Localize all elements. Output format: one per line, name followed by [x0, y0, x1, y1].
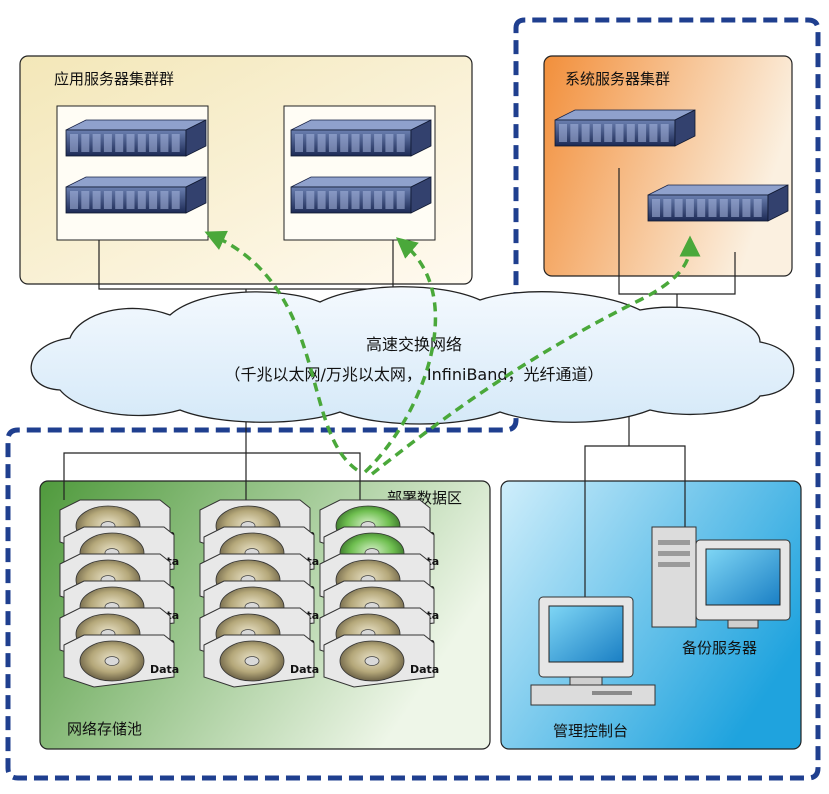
console-label: 管理控制台 [553, 722, 628, 740]
server-rack-icon [554, 109, 696, 147]
app-cluster-title: 应用服务器集群群 [54, 70, 174, 88]
disk-label: Data [290, 663, 319, 676]
server-rack-icon [65, 119, 207, 157]
server-rack-icon [290, 119, 432, 157]
backup-server-screen [705, 548, 781, 606]
disk-label: Data [150, 663, 179, 676]
management-console[interactable]: 管理控制台 [530, 596, 656, 740]
flow-arrow-app-right [363, 237, 438, 474]
storage-disk-icon: Data [323, 634, 439, 688]
system-zone-border [5, 17, 821, 781]
server-rack-icon [65, 176, 207, 214]
flow-arrow-sys [370, 235, 701, 476]
network-subtitle: （千兆以太网/万兆以太网， InfiniBand，光纤通道） [224, 365, 603, 384]
backup-server[interactable]: 备份服务器 [651, 526, 791, 657]
backup-server-label: 备份服务器 [682, 639, 757, 657]
management-connector [584, 445, 686, 600]
storage-disk-icon: Data [203, 634, 319, 688]
storage-pool-title: 网络存储池 [67, 720, 142, 738]
data-flow-arrows [204, 230, 701, 476]
sys-cluster-title: 系统服务器集群 [565, 70, 670, 88]
storage-connector [63, 452, 361, 500]
server-rack-icon [290, 176, 432, 214]
storage-disk-icon: Data [63, 634, 179, 688]
flow-arrow-app-left [204, 230, 359, 472]
network-title: 高速交换网络 [366, 335, 462, 354]
server-rack-icon [647, 184, 789, 222]
disk-label: Data [410, 663, 439, 676]
console-screen [548, 605, 624, 663]
